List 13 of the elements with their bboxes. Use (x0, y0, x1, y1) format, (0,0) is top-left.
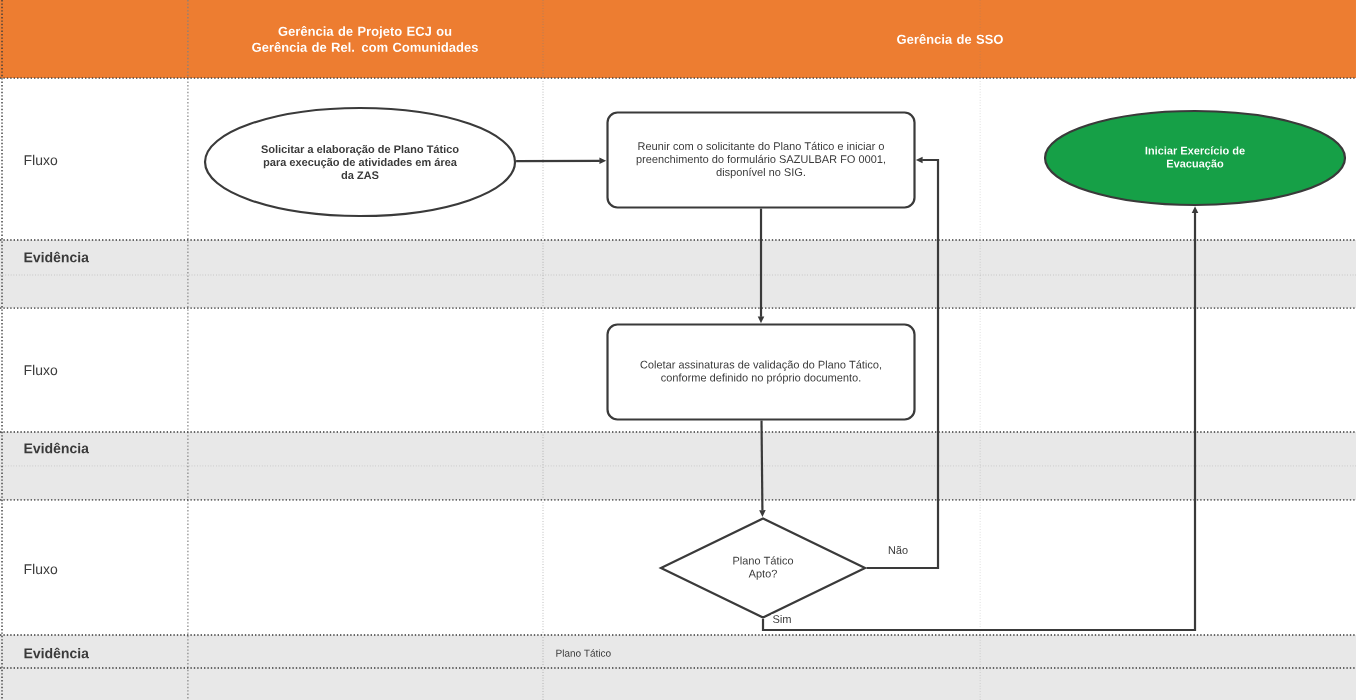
row-label: Fluxo (24, 364, 58, 376)
process-box: Coletar assinaturas de validação do Plano Tático, conforme definido no próprio documento. (606, 323, 916, 421)
evidence-text: Plano Tático (556, 649, 611, 657)
row-label: Evidência (24, 647, 89, 659)
process-box: Reunir com o solicitante do Plano Tático e iniciar o preenchimento do formulário SAZULBAR FO 0001, disponível no SIG. (606, 111, 916, 209)
edge-label: Não (886, 545, 910, 555)
row-label: Evidência (24, 442, 89, 454)
row-label: Fluxo (24, 154, 58, 166)
edge-label: Sim (771, 613, 793, 625)
lane-header: Gerência de SSO (897, 34, 1003, 44)
row-label: Evidência (24, 251, 89, 263)
lane-header: Gerência de Projeto ECJ ou Gerência de Rel. com Comunidades (252, 26, 478, 52)
row-label: Fluxo (24, 563, 58, 575)
